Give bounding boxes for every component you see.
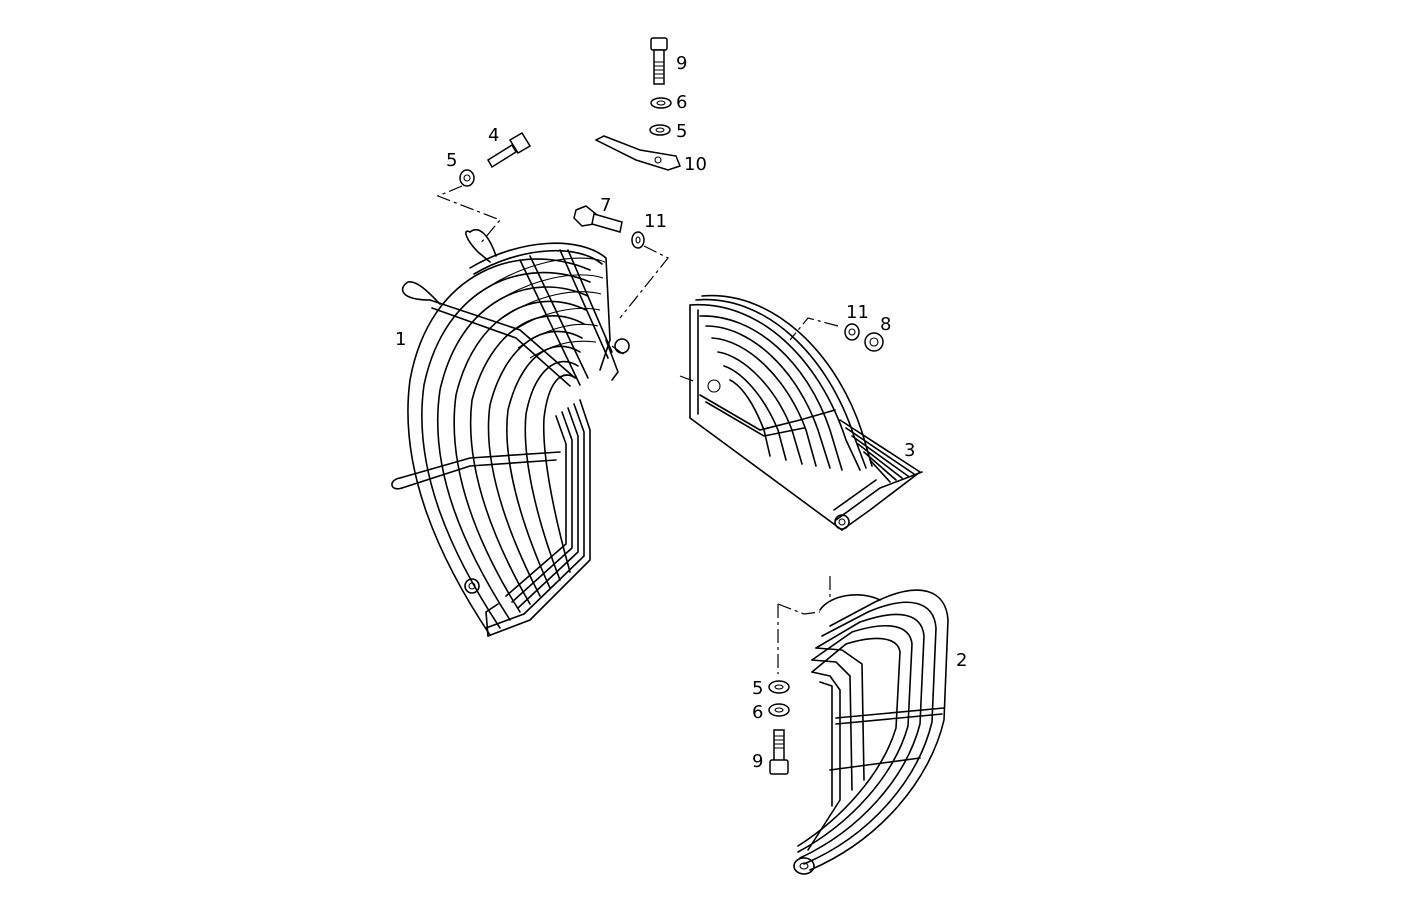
washer-11-left bbox=[631, 231, 645, 249]
callout-2: 2 bbox=[956, 650, 967, 671]
bolt-top bbox=[650, 37, 668, 85]
callout-6-bottom: 6 bbox=[752, 702, 763, 723]
callout-5-bottom: 5 bbox=[752, 678, 763, 699]
nut-8 bbox=[864, 332, 884, 352]
callout-7: 7 bbox=[600, 195, 611, 216]
lock-washer-bottom bbox=[768, 703, 790, 717]
bolt-bottom bbox=[769, 729, 789, 775]
callout-9-top: 9 bbox=[676, 53, 687, 74]
callout-5-top: 5 bbox=[676, 121, 687, 142]
fan-guard-left bbox=[391, 229, 630, 637]
bolt-7 bbox=[573, 205, 623, 233]
callout-9-bottom: 9 bbox=[752, 751, 763, 772]
callout-6-top: 6 bbox=[676, 92, 687, 113]
mounting-bracket bbox=[594, 135, 681, 171]
fan-guard-middle bbox=[689, 294, 923, 531]
lock-washer-top bbox=[650, 97, 672, 109]
bolt-4 bbox=[486, 131, 532, 169]
callout-11-right: 11 bbox=[846, 302, 869, 323]
callout-5-left: 5 bbox=[446, 150, 457, 171]
flat-washer-bottom bbox=[768, 680, 790, 694]
washer-11-right bbox=[844, 323, 860, 341]
fan-guard-lower-right bbox=[793, 589, 949, 875]
assembly-alignment-lines bbox=[436, 185, 839, 674]
callout-8: 8 bbox=[880, 314, 891, 335]
flat-washer-top bbox=[649, 124, 671, 136]
callout-11-left: 11 bbox=[644, 211, 667, 232]
callout-1: 1 bbox=[395, 329, 406, 350]
callout-3: 3 bbox=[904, 440, 915, 461]
washer-left bbox=[459, 169, 475, 187]
callout-10: 10 bbox=[684, 154, 707, 175]
callout-4: 4 bbox=[488, 125, 499, 146]
